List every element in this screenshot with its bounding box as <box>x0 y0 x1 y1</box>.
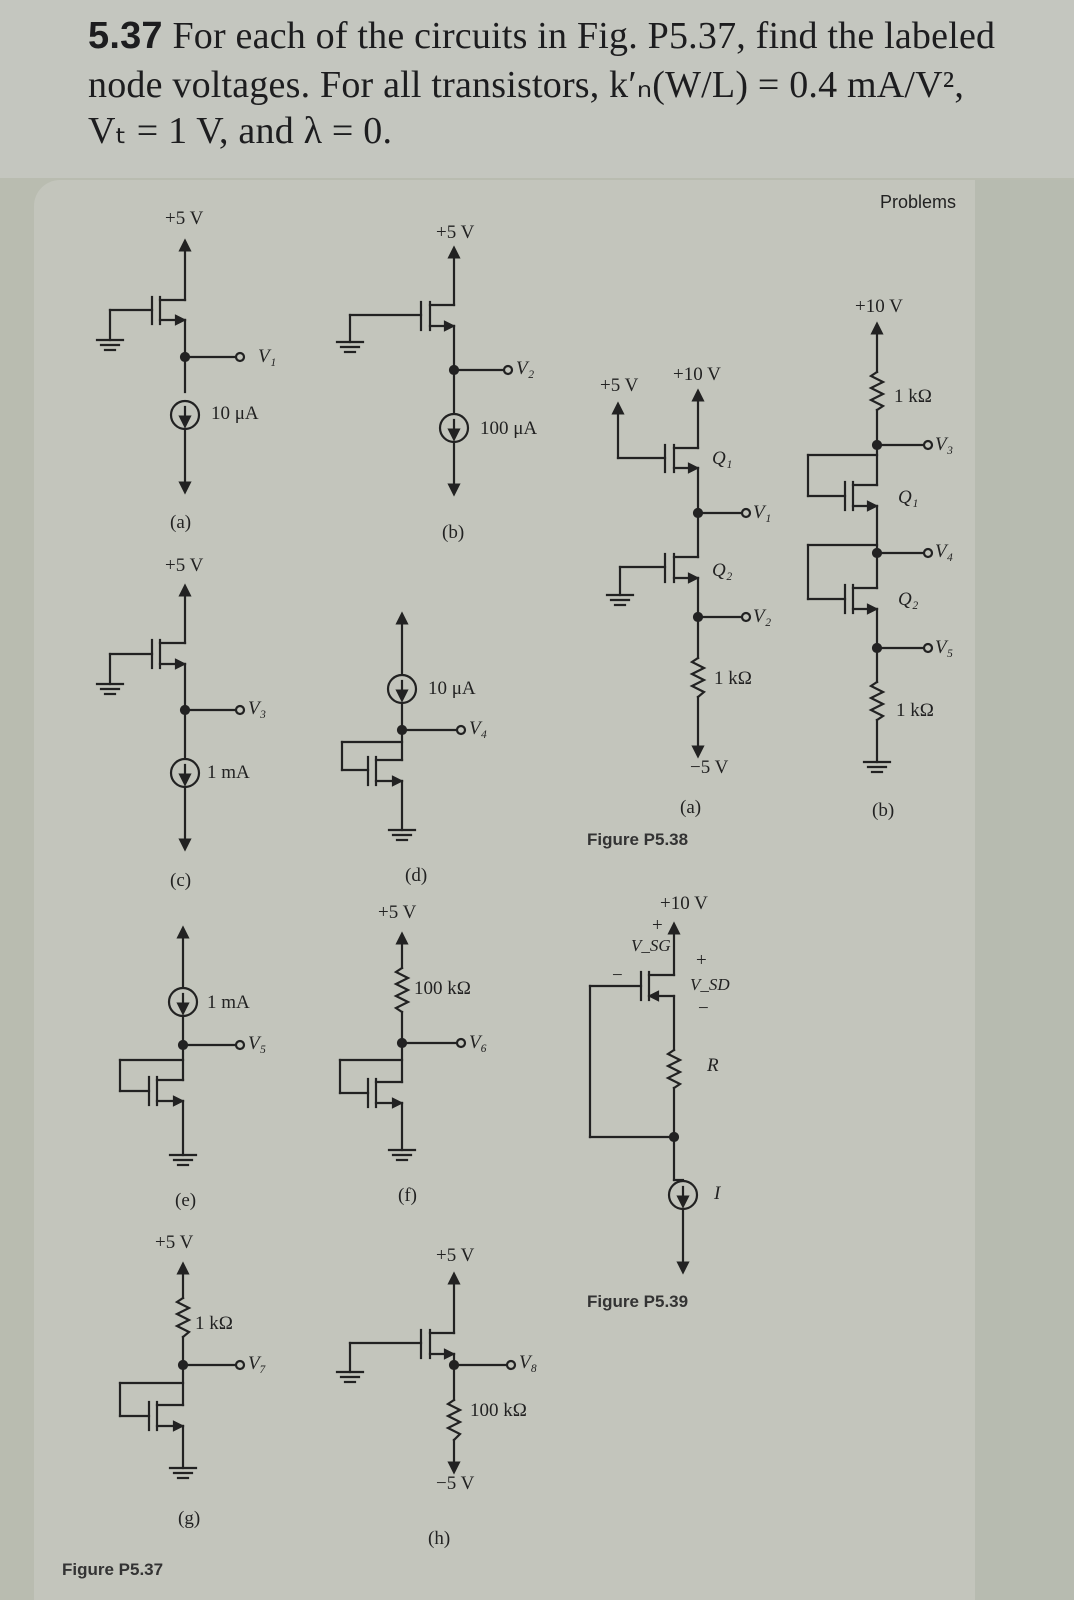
p538a-v1: V₁ <box>753 502 772 523</box>
g-resistor-label: 1 kΩ <box>195 1313 233 1334</box>
circuit-f <box>338 931 467 1162</box>
c-tag: (c) <box>170 870 192 891</box>
c-node-label: V₃ <box>248 698 267 719</box>
textbook-page <box>34 180 1074 1600</box>
p538b-tag: (b) <box>872 800 895 821</box>
p538b-v5: V₅ <box>935 637 954 658</box>
problem-header: 5.37 For each of the circuits in Fig. P5… <box>0 0 1074 178</box>
p539-vsg-minus: − <box>612 965 623 986</box>
circuit-e <box>118 925 246 1167</box>
circuit-g <box>118 1261 246 1480</box>
p539-vsg: V_SG <box>631 936 671 955</box>
g-node-label: V₇ <box>248 1353 267 1374</box>
p539-vsd-minus: − <box>698 998 709 1019</box>
p539-vsd: V_SD <box>690 975 730 994</box>
page-edge <box>975 180 1074 1600</box>
f-node-label: V₆ <box>469 1032 488 1053</box>
p538a-resistor: 1 kΩ <box>714 668 752 689</box>
d-tag: (d) <box>405 865 428 886</box>
circuit-a <box>95 238 246 495</box>
p538a-tag: (a) <box>680 797 702 818</box>
caption-p537: Figure P5.37 <box>62 1560 164 1579</box>
d-node-label: V₄ <box>469 718 488 739</box>
g-tag: (g) <box>178 1508 201 1529</box>
b-source-label: 100 μA <box>480 418 538 439</box>
p538a-gate-supply: +5 V <box>600 375 639 396</box>
p538b-resistor-bottom: 1 kΩ <box>896 700 934 721</box>
p539-source: I <box>714 1183 721 1204</box>
a-tag: (a) <box>170 512 192 533</box>
h-node-label: V₈ <box>519 1352 538 1373</box>
p538b-supply: +10 V <box>855 296 903 317</box>
h-tag: (h) <box>428 1528 451 1549</box>
circuit-c <box>95 583 246 852</box>
circuit-b <box>335 245 514 497</box>
d-source-label: 10 μA <box>428 678 476 699</box>
p538b-q2: Q₂ <box>898 589 919 610</box>
p538b-resistor-top: 1 kΩ <box>894 386 932 407</box>
caption-p538: Figure P5.38 <box>587 830 689 849</box>
p539-vsg-plus: + <box>652 915 663 936</box>
running-header: Problems <box>880 192 957 212</box>
circuit-h <box>335 1271 517 1475</box>
p538a-q2: Q₂ <box>712 560 733 581</box>
h-supply-label: +5 V <box>436 1245 475 1266</box>
e-node-label: V₅ <box>248 1033 267 1054</box>
problem-number: 5.37 <box>88 15 163 57</box>
a-source-label: 10 μA <box>211 403 259 424</box>
h-resistor-label: 100 kΩ <box>470 1400 527 1421</box>
p539-resistor: R <box>707 1055 719 1076</box>
circuit-539 <box>588 921 699 1275</box>
problem-text-1: For each of the circuits in Fig. P5.37, … <box>172 15 996 57</box>
problem-line-2: node voltages. For all transistors, k′ₙ(… <box>88 64 965 106</box>
p538a-q1: Q₁ <box>712 448 733 469</box>
p539-vsd-plus: + <box>696 950 707 971</box>
p538b-q1: Q₁ <box>898 487 919 508</box>
h-neg-supply-label: −5 V <box>436 1473 475 1494</box>
problem-line-1: 5.37 For each of the circuits in Fig. P5… <box>88 14 995 58</box>
caption-p539: Figure P5.39 <box>587 1292 689 1311</box>
p539-supply: +10 V <box>660 893 708 914</box>
p538b-v3: V₃ <box>935 434 954 455</box>
g-supply-label: +5 V <box>155 1232 194 1253</box>
b-supply-label: +5 V <box>436 222 475 243</box>
circuit-538b <box>806 321 934 774</box>
p538a-neg-supply: −5 V <box>690 757 729 778</box>
problem-line-3: Vₜ = 1 V, and λ = 0. <box>88 110 393 152</box>
e-source-label: 1 mA <box>207 992 250 1013</box>
a-node-label: V₁ <box>258 346 277 367</box>
b-tag: (b) <box>442 522 465 543</box>
e-tag: (e) <box>175 1190 197 1211</box>
circuit-538a <box>605 388 752 759</box>
p538a-drain-supply: +10 V <box>673 364 721 385</box>
f-tag: (f) <box>398 1185 417 1206</box>
f-supply-label: +5 V <box>378 902 417 923</box>
p538b-v4: V₄ <box>935 541 954 562</box>
c-source-label: 1 mA <box>207 762 250 783</box>
a-supply-label: +5 V <box>165 208 204 229</box>
b-node-label: V₂ <box>516 358 535 379</box>
c-supply-label: +5 V <box>165 555 204 576</box>
p538a-v2: V₂ <box>753 606 772 627</box>
f-resistor-label: 100 kΩ <box>414 978 471 999</box>
circuit-d <box>340 611 467 842</box>
